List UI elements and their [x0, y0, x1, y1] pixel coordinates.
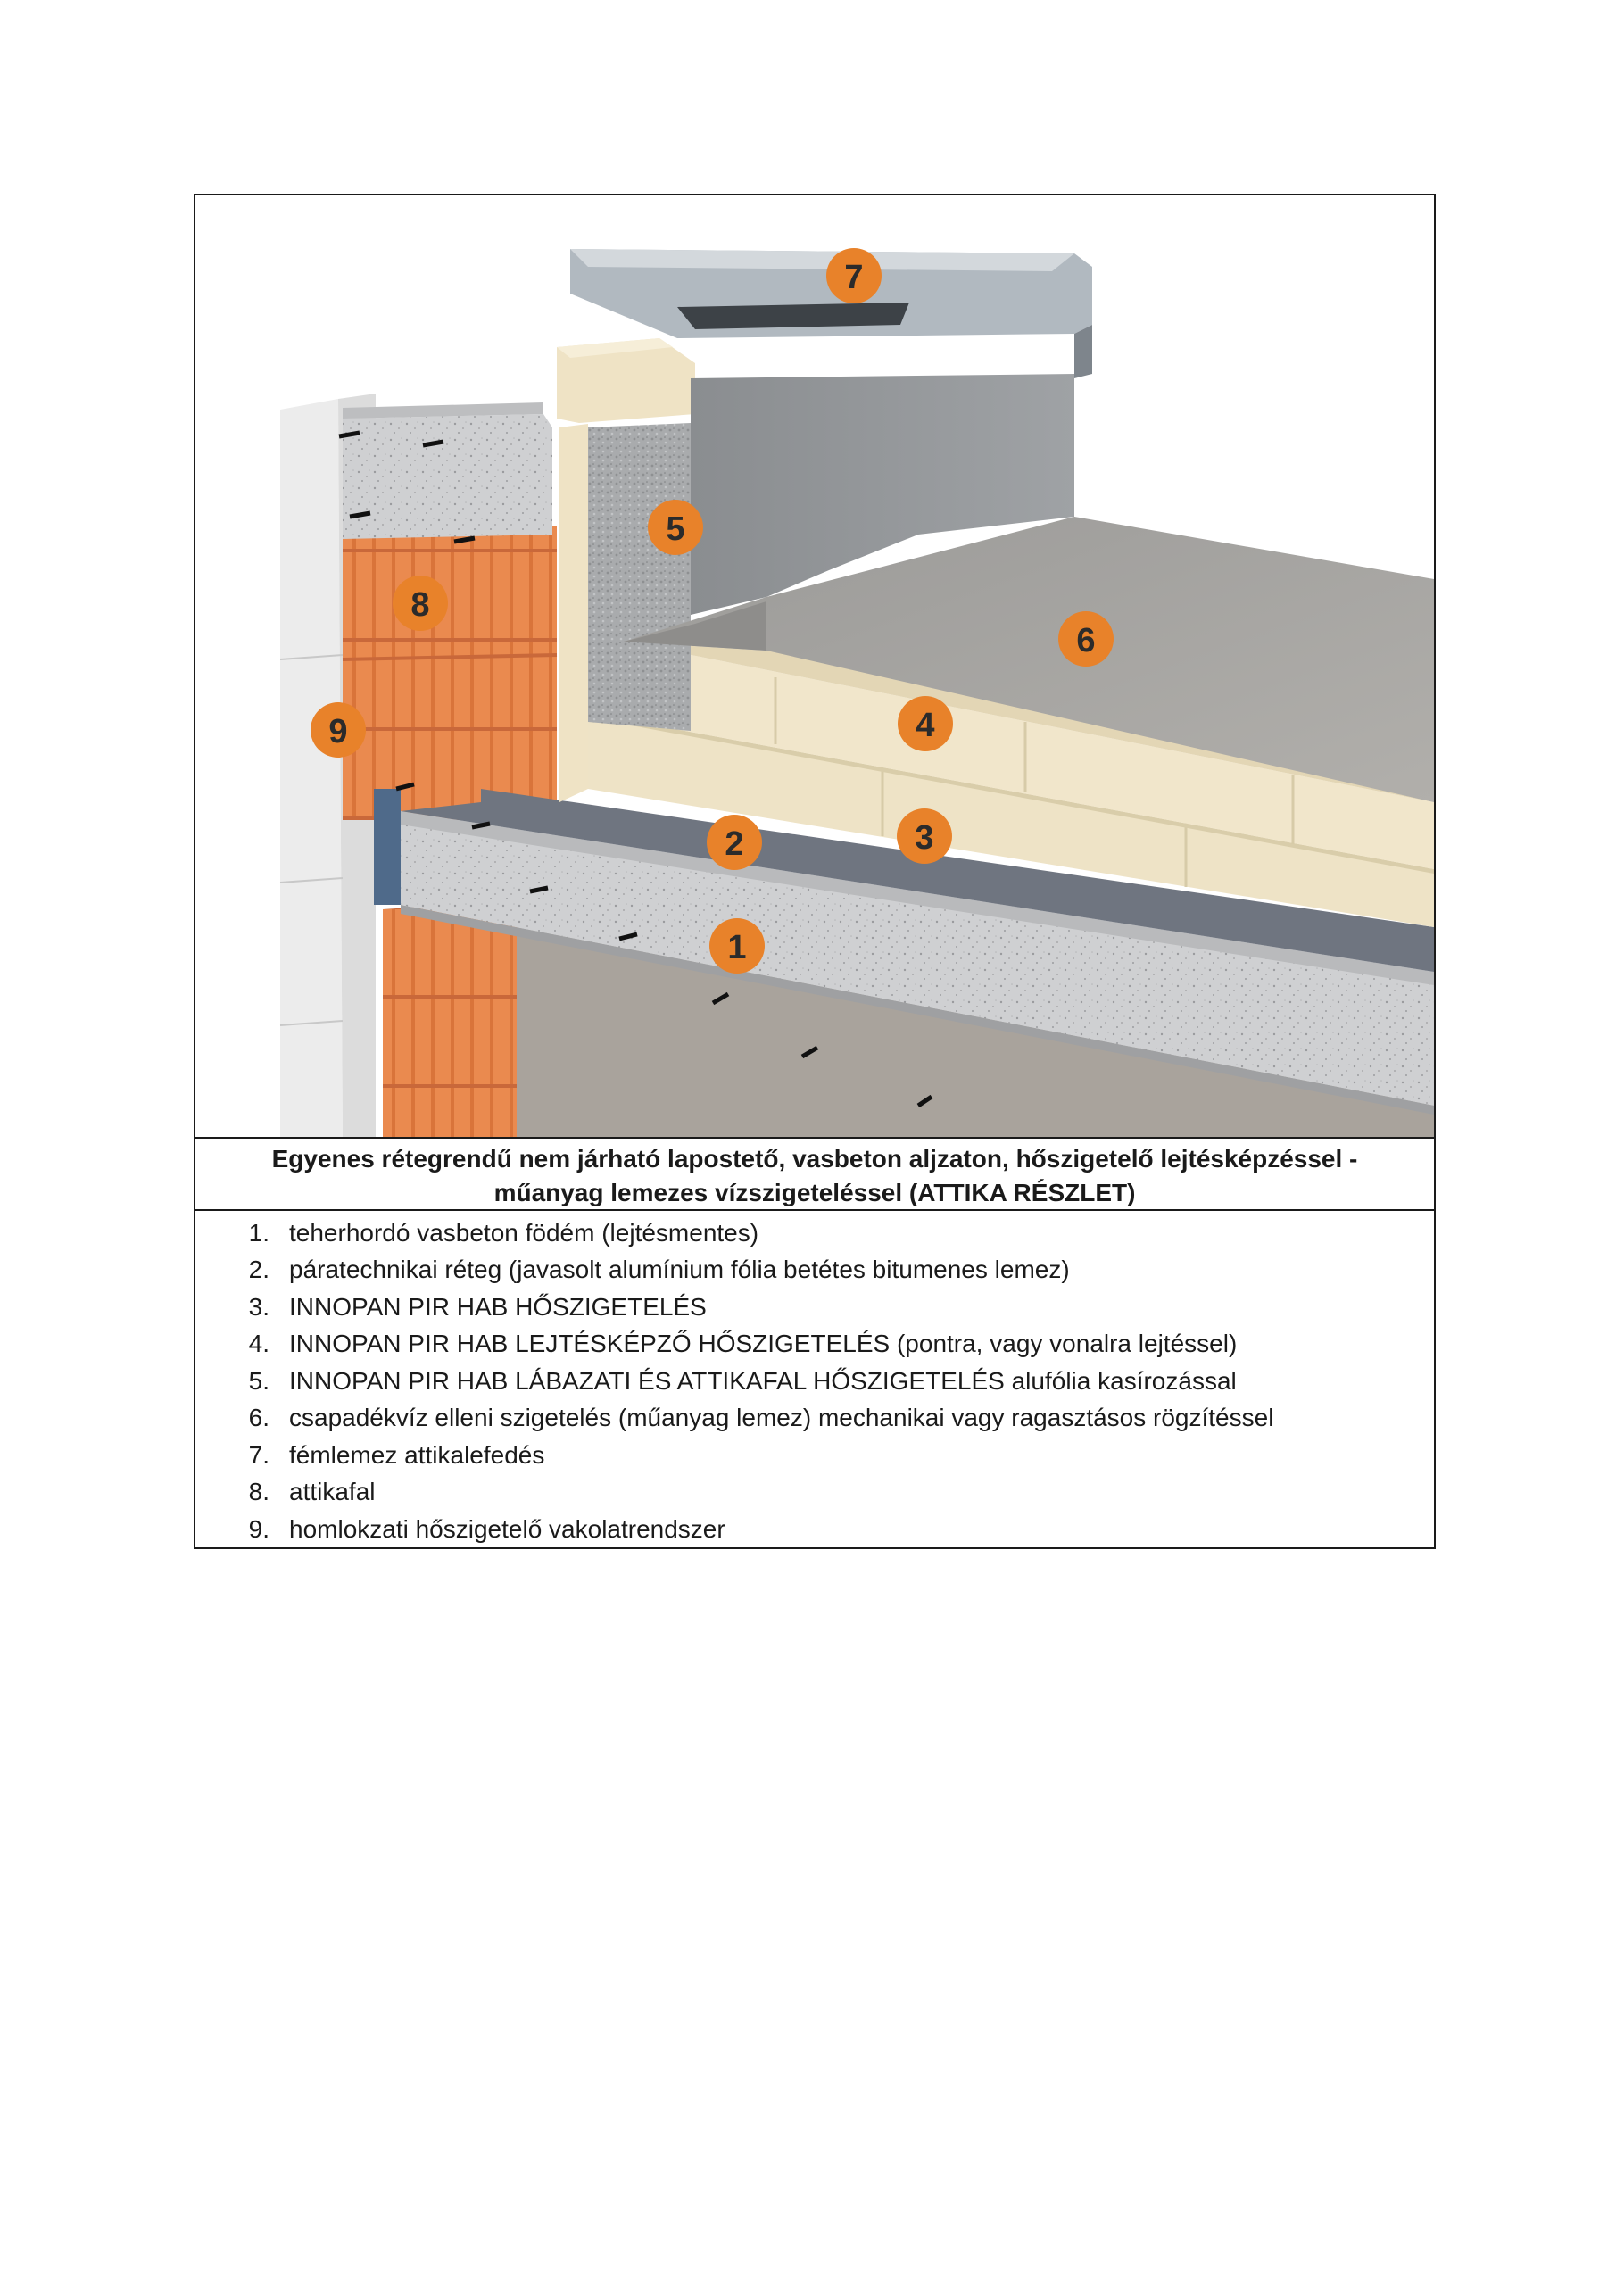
- legend-number: 6.: [248, 1404, 269, 1432]
- concrete-slab: [401, 811, 1434, 1115]
- svg-text:6: 6: [1076, 622, 1095, 659]
- tapered-pir-insulation: [588, 642, 1434, 869]
- legend-item: 4. INNOPAN PIR HAB LEJTÉSKÉPZŐ HŐSZIGETEL…: [195, 1326, 1434, 1364]
- legend-text: csapadékvíz elleni szigetelés (műanyag l…: [289, 1404, 1274, 1432]
- legend-item: 6. csapadékvíz elleni szigetelés (műanyag…: [195, 1400, 1434, 1438]
- legend-text: fémlemez attikalefedés: [289, 1440, 545, 1469]
- lower-wall-brick: [383, 900, 517, 1137]
- badge-7: 7: [826, 248, 882, 303]
- badge-2: 2: [707, 815, 762, 870]
- svg-text:2: 2: [725, 825, 743, 863]
- legend-item: 3. INNOPAN PIR HAB HŐSZIGETELÉS: [195, 1289, 1434, 1326]
- badge-5: 5: [648, 500, 703, 555]
- metal-coping: [570, 249, 1092, 378]
- legend-text: teherhordó vasbeton födém (lejtésmentes): [289, 1218, 759, 1247]
- legend-number: 3.: [248, 1292, 269, 1321]
- badge-3: 3: [897, 808, 952, 864]
- legend-item: 2. páratechnikai réteg (javasolt alumíniu…: [195, 1252, 1434, 1289]
- parapet-concrete: [343, 402, 552, 539]
- badge-6: 6: [1058, 611, 1114, 667]
- legend-number: 9.: [248, 1514, 269, 1543]
- legend-text: INNOPAN PIR HAB LÁBAZATI ÉS ATTIKAFAL HŐ…: [289, 1366, 1237, 1395]
- caption-line-2: műanyag lemezes vízszigeteléssel (ATTIKA…: [493, 1179, 1136, 1206]
- badge-1: 1: [709, 918, 765, 974]
- legend-number: 8.: [248, 1478, 269, 1506]
- diagram-frame: 1 2 3 4 5 6 7: [194, 194, 1436, 1549]
- vapour-barrier: [374, 789, 1434, 972]
- layer-legend: 1. teherhordó vasbeton födém (lejtésmente…: [195, 1214, 1434, 1548]
- roof-section-illustration: 1 2 3 4 5 6 7: [195, 195, 1434, 1137]
- waterproofing-membrane: [624, 374, 1434, 802]
- diagram-caption: Egyenes rétegrendű nem járható lapostető…: [195, 1137, 1434, 1211]
- legend-text: INNOPAN PIR HAB HŐSZIGETELÉS: [289, 1292, 707, 1321]
- legend-number: 5.: [248, 1366, 269, 1395]
- legend-number: 1.: [248, 1218, 269, 1247]
- pir-insulation: [588, 713, 1434, 927]
- badge-4: 4: [898, 696, 953, 751]
- legend-item: 9. homlokzati hőszigetelő vakolatrendszer: [195, 1511, 1434, 1548]
- svg-text:9: 9: [328, 713, 347, 750]
- svg-text:1: 1: [727, 929, 746, 966]
- legend-item: 7. fémlemez attikalefedés: [195, 1437, 1434, 1474]
- section-break-marks: [338, 430, 933, 1108]
- legend-number: 4.: [248, 1330, 269, 1358]
- legend-item: 8. attikafal: [195, 1474, 1434, 1512]
- svg-text:8: 8: [410, 586, 429, 624]
- caption-line-1: Egyenes rétegrendű nem járható lapostető…: [271, 1145, 1358, 1173]
- legend-number: 2.: [248, 1256, 269, 1284]
- legend-item: 1. teherhordó vasbeton födém (lejtésmente…: [195, 1214, 1434, 1252]
- parapet-insulation: [557, 338, 695, 802]
- legend-text: INNOPAN PIR HAB LEJTÉSKÉPZŐ HŐSZIGETELÉS…: [289, 1330, 1238, 1358]
- svg-text:4: 4: [916, 707, 934, 744]
- svg-text:7: 7: [844, 259, 863, 296]
- svg-text:3: 3: [915, 819, 933, 857]
- badge-8: 8: [393, 576, 448, 631]
- attic-wall-brick: [342, 526, 558, 820]
- legend-text: homlokzati hőszigetelő vakolatrendszer: [289, 1514, 725, 1543]
- svg-text:5: 5: [666, 510, 684, 548]
- legend-number: 7.: [248, 1440, 269, 1469]
- legend-item: 5. INNOPAN PIR HAB LÁBAZATI ÉS ATTIKAFAL …: [195, 1363, 1434, 1400]
- legend-text: páratechnikai réteg (javasolt alumínium …: [289, 1256, 1070, 1284]
- badge-9: 9: [311, 702, 366, 758]
- legend-text: attikafal: [289, 1478, 376, 1506]
